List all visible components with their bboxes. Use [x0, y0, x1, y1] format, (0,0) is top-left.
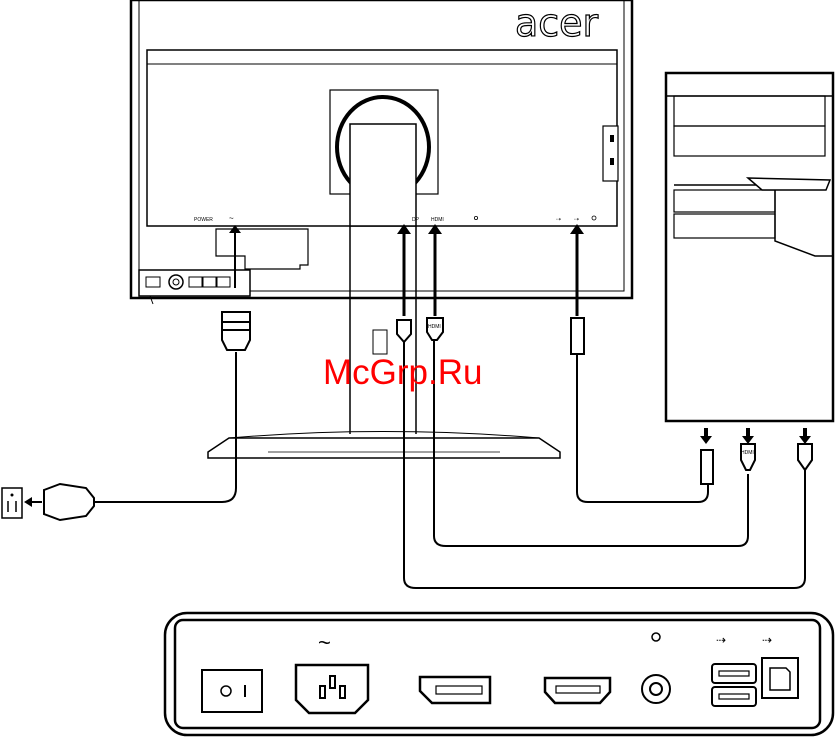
stand-neck-top — [350, 124, 416, 226]
label-hdmi: HDMI — [431, 217, 444, 223]
hdmi-pc-label: HDMI — [741, 450, 754, 456]
usb-connector-pc — [701, 450, 713, 484]
arrow-outlet-head — [24, 497, 32, 507]
arrow-pc-usb-head — [700, 436, 712, 444]
menu-button-1 — [189, 277, 202, 287]
wall-outlet-ground — [11, 494, 14, 497]
menu-button-2 — [203, 277, 216, 287]
usb-connector-monitor — [571, 318, 584, 354]
usb-icon-1: ⇢ — [556, 217, 561, 223]
menu-button-3 — [217, 277, 230, 287]
dp-connector-monitor — [397, 320, 411, 342]
stand-base-curve — [229, 432, 539, 439]
hdmi-connector-pc — [741, 444, 755, 470]
label-power: POWER — [194, 217, 213, 223]
usb-up-icon: ⇢ — [762, 633, 772, 647]
audio-jack — [642, 675, 670, 703]
displayport-port — [420, 677, 490, 703]
usb-down-icon: ⇢ — [716, 633, 726, 647]
label-ac: ~ — [229, 214, 234, 223]
usb-b-port — [762, 658, 798, 698]
side-usb-port-1 — [610, 135, 614, 142]
joystick-button — [169, 275, 183, 289]
pc-case — [666, 73, 833, 421]
arrow-pc-hdmi-head — [742, 436, 754, 444]
arrow-pc-dp-head — [799, 436, 811, 444]
power-switch — [202, 670, 262, 712]
dp-connector-pc — [798, 444, 812, 470]
cable-clip — [373, 330, 387, 354]
hdmi-cable-label: HDMI — [428, 324, 441, 330]
side-usb-port-2 — [610, 158, 614, 165]
label-dp: DP — [412, 217, 420, 223]
ac-symbol: ~ — [318, 630, 331, 655]
wall-outlet — [2, 488, 22, 518]
pc-handle — [748, 178, 830, 190]
watermark: McGrp.Ru — [323, 353, 482, 392]
acer-logo: acer — [515, 1, 599, 45]
stand-base — [208, 438, 560, 458]
side-usb-hub — [603, 126, 618, 181]
power-cable — [92, 352, 236, 502]
wall-plug — [44, 484, 94, 520]
port-panel: ~ ⇢ ⇢ — [165, 613, 833, 735]
usb-icon-2: ⇢ — [574, 217, 579, 223]
pc-tower — [666, 73, 833, 421]
wall-outlet-body — [2, 488, 22, 518]
power-button — [146, 277, 160, 287]
